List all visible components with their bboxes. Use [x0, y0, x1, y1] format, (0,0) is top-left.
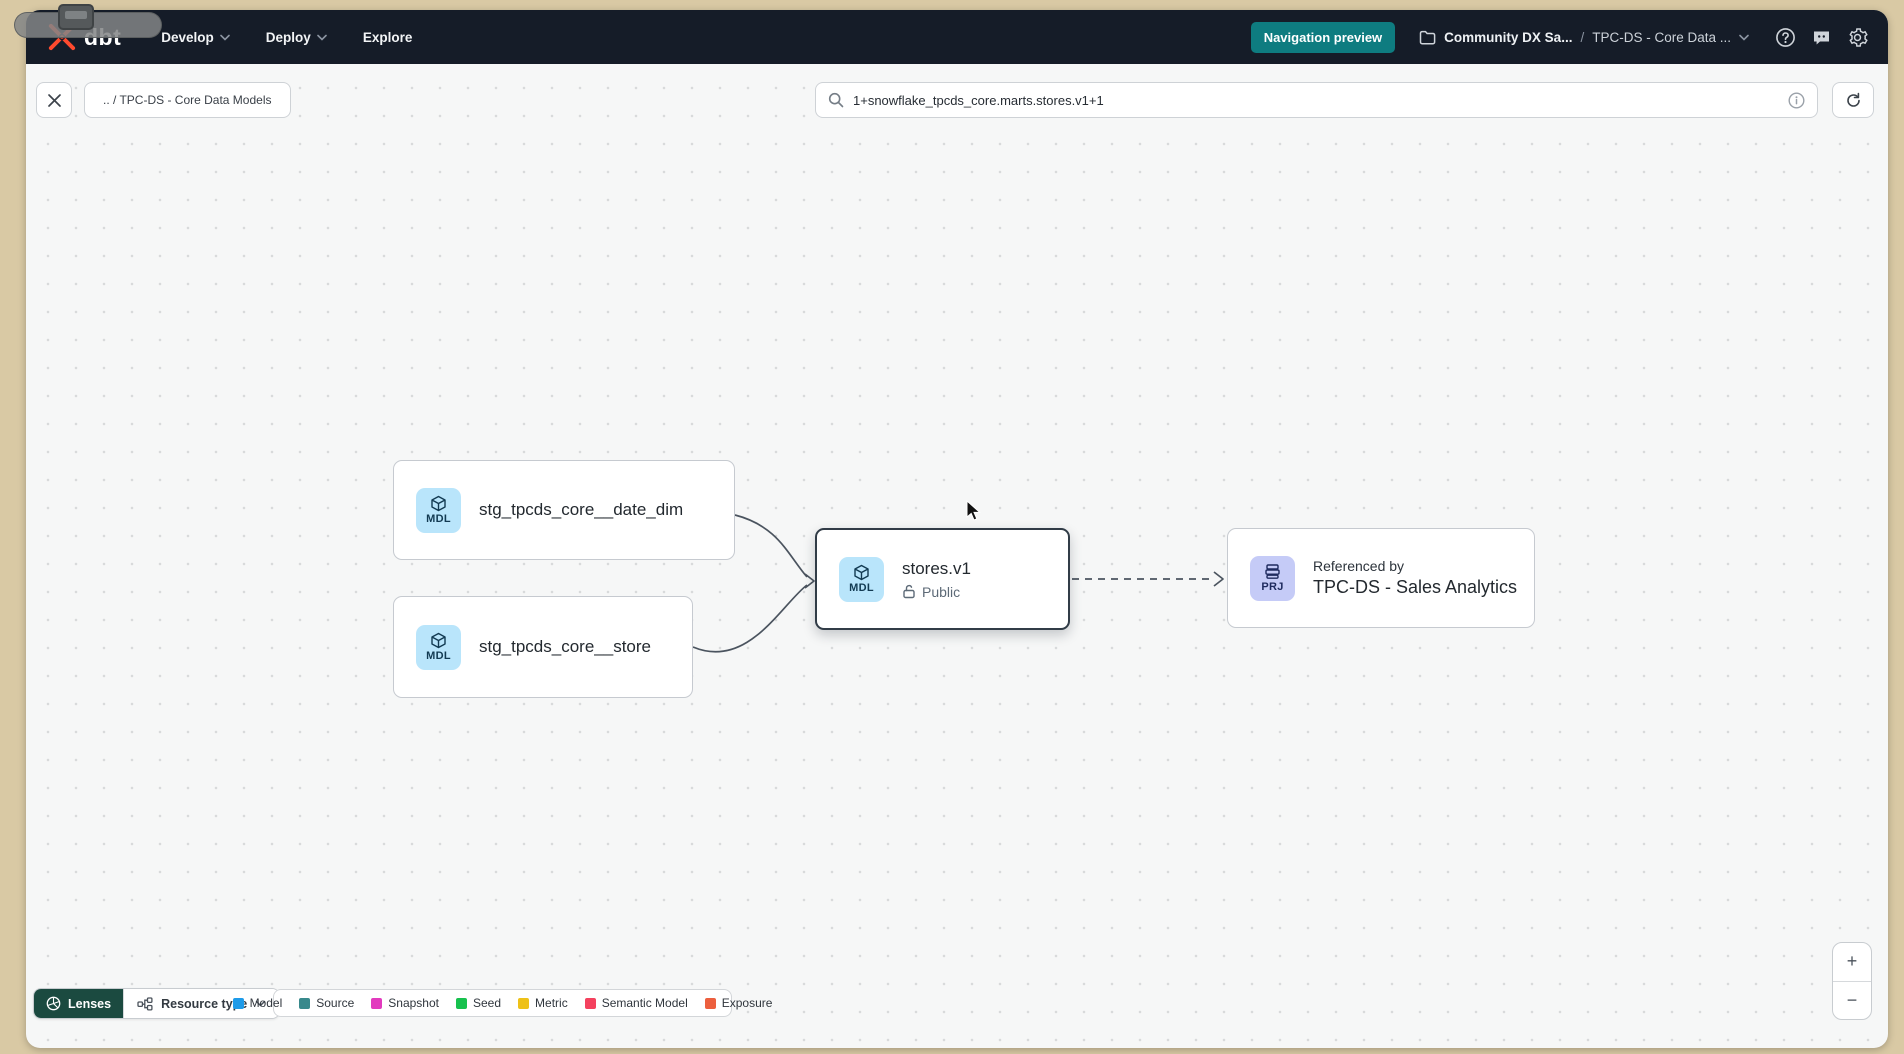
- legend-swatch: [704, 997, 716, 1009]
- legend-label: Semantic Model: [601, 996, 688, 1010]
- model-badge: MDL: [416, 624, 461, 670]
- breadcrumb-separator: /: [1580, 29, 1585, 45]
- breadcrumb-project[interactable]: TPC-DS - Core Data ...: [1592, 29, 1731, 45]
- node-text: stores.v1 Public: [902, 559, 971, 600]
- project-badge: PRJ: [1250, 555, 1295, 601]
- nav-item-explore-label: Explore: [362, 29, 413, 45]
- navbar-icons: [1775, 27, 1868, 48]
- nav-item-develop-label: Develop: [161, 29, 214, 45]
- badge-label: MDL: [426, 650, 451, 662]
- nav-item-develop[interactable]: Develop: [161, 30, 230, 45]
- node-stores-v1[interactable]: MDL stores.v1 Public: [815, 528, 1070, 630]
- zoom-in-button[interactable]: +: [1833, 943, 1871, 982]
- lenses-control: Lenses Resource type: [33, 988, 281, 1019]
- selector-input[interactable]: [853, 92, 1779, 108]
- legend-item: Source: [299, 996, 354, 1010]
- nav-item-explore[interactable]: Explore: [363, 30, 413, 45]
- model-badge: MDL: [839, 556, 884, 602]
- legend-label: Snapshot: [388, 996, 439, 1010]
- cube-icon: [431, 632, 446, 649]
- lens-aperture-icon: [46, 996, 61, 1011]
- node-stg-tpcds-core-store[interactable]: MDL stg_tpcds_core__store: [393, 596, 693, 698]
- zoom-control: + −: [1832, 942, 1872, 1020]
- legend-label: Exposure: [721, 996, 773, 1010]
- close-icon: [47, 93, 61, 107]
- legend-item: Model: [232, 996, 283, 1010]
- node-access: Public: [902, 584, 971, 600]
- feedback-icon[interactable]: [1811, 27, 1832, 48]
- search-icon: [828, 92, 844, 108]
- lenses-button[interactable]: Lenses: [34, 989, 124, 1018]
- refresh-graph-button[interactable]: [1832, 82, 1874, 118]
- legend-swatch: [518, 997, 530, 1009]
- access-label: Public: [922, 583, 961, 600]
- legend-label: Seed: [473, 996, 502, 1010]
- resource-type-dropdown[interactable]: Resource type: [123, 989, 280, 1018]
- model-badge: MDL: [416, 487, 461, 533]
- badge-label: MDL: [426, 513, 451, 525]
- lenses-label: Lenses: [68, 996, 112, 1011]
- legend-swatch: [232, 997, 244, 1009]
- chevron-down-icon: [256, 1000, 266, 1007]
- legend: Model Source Snapshot Seed Metric Semantic Mo…: [232, 989, 772, 1017]
- refresh-icon: [1846, 92, 1860, 107]
- top-navbar: dbt Develop Deploy Explore Navigation pr…: [26, 10, 1888, 64]
- breadcrumb-account[interactable]: Community DX Sa...: [1444, 29, 1573, 45]
- navigation-preview-badge[interactable]: Navigation preview: [1250, 21, 1396, 53]
- nav-menu: Develop Deploy Explore: [161, 30, 412, 45]
- node-label: stg_tpcds_core__date_dim: [479, 500, 684, 519]
- node-kicker: Referenced by: [1313, 558, 1405, 574]
- node-label: stg_tpcds_core__store: [479, 637, 651, 656]
- node-label: TPC-DS - Sales Analytics: [1313, 577, 1518, 597]
- chevron-down-icon: [317, 34, 327, 41]
- legend-swatch: [371, 997, 383, 1009]
- legend-label: Model: [249, 996, 283, 1010]
- help-icon[interactable]: [1775, 27, 1796, 48]
- settings-gear-icon[interactable]: [1847, 27, 1868, 48]
- legend-label: Source: [316, 996, 355, 1010]
- chevron-down-icon: [219, 34, 230, 41]
- legend-swatch: [456, 997, 467, 1009]
- lineage-path-chip[interactable]: .. / TPC-DS - Core Data Models: [84, 82, 291, 118]
- legend-label: Metric: [535, 996, 568, 1010]
- legend-item: Semantic Model: [584, 996, 688, 1010]
- legend-item: Snapshot: [371, 996, 439, 1010]
- node-label: stores.v1: [902, 558, 971, 578]
- legend-swatch: [584, 997, 596, 1009]
- badge-label: MDL: [849, 582, 874, 594]
- info-icon[interactable]: [1788, 91, 1805, 109]
- lineage-search: [815, 82, 1818, 118]
- lock-open-icon: [903, 584, 915, 599]
- node-stg-tpcds-core-date-dim[interactable]: MDL stg_tpcds_core__date_dim: [393, 460, 735, 560]
- legend-item: Seed: [456, 996, 501, 1010]
- legend-item: Exposure: [704, 996, 773, 1010]
- nav-item-deploy-label: Deploy: [265, 29, 311, 45]
- legend-swatch: [299, 997, 311, 1009]
- node-text: Referenced by TPC-DS - Sales Analytics: [1313, 558, 1517, 598]
- breadcrumb: Community DX Sa... / TPC-DS - Core Data …: [1419, 30, 1749, 45]
- node-tpcds-sales-analytics[interactable]: PRJ Referenced by TPC-DS - Sales Analyti…: [1227, 528, 1535, 628]
- legend-item: Metric: [518, 996, 568, 1010]
- resource-type-label: Resource type: [161, 996, 248, 1011]
- close-lineage-button[interactable]: [36, 82, 72, 118]
- badge-label: PRJ: [1261, 581, 1284, 593]
- cube-icon: [854, 564, 869, 581]
- zoom-out-button[interactable]: −: [1846, 989, 1858, 1010]
- navbar-right: Navigation preview Community DX Sa... / …: [1250, 21, 1868, 53]
- screenshare-window-icon: [58, 4, 94, 30]
- folder-icon: [1419, 30, 1436, 44]
- archive-icon: [1265, 564, 1280, 579]
- nav-item-deploy[interactable]: Deploy: [266, 30, 327, 45]
- cube-icon: [431, 495, 446, 512]
- app-window: dbt Develop Deploy Explore Navigation pr…: [26, 10, 1888, 1048]
- chevron-down-icon[interactable]: [1739, 34, 1749, 41]
- resource-graph-icon: [137, 996, 153, 1011]
